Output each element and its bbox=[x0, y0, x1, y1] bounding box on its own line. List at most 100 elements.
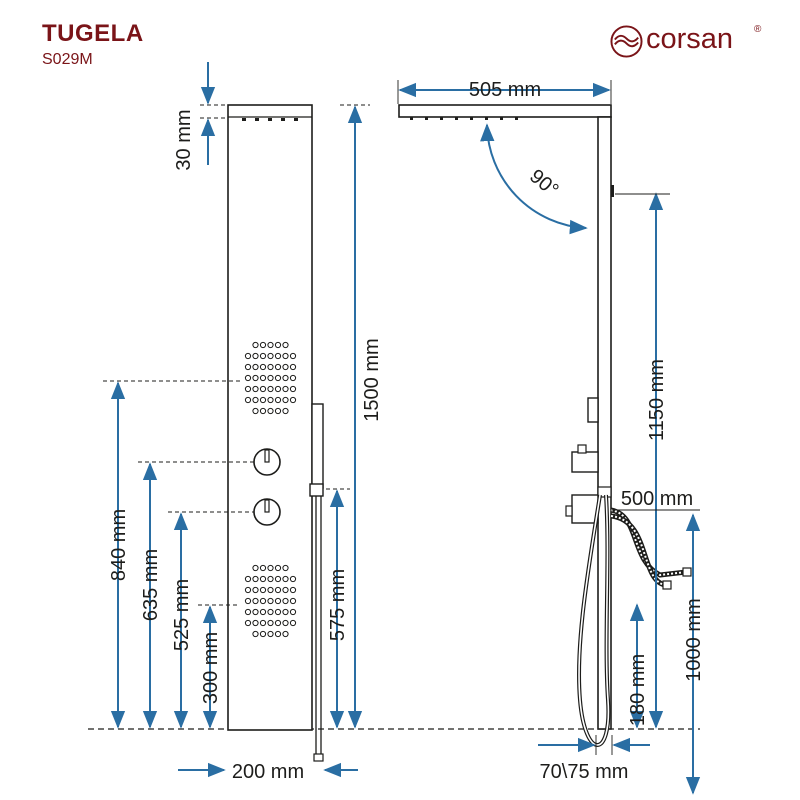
nozzle-dot bbox=[274, 586, 282, 594]
nozzle-dot bbox=[274, 352, 282, 360]
nozzle-dot bbox=[259, 374, 267, 382]
nozzle-dot bbox=[252, 586, 259, 594]
nozzle-dot bbox=[259, 586, 267, 594]
product-code: S029M bbox=[42, 51, 93, 68]
front-view bbox=[103, 104, 370, 762]
nozzle-dot bbox=[259, 619, 267, 627]
rain-arm bbox=[398, 104, 612, 118]
nozzle-dot bbox=[267, 396, 274, 404]
nozzle-dot bbox=[289, 352, 297, 360]
nozzle-dot bbox=[259, 341, 267, 349]
nozzle-dot bbox=[282, 374, 289, 382]
nozzle-dot bbox=[244, 575, 252, 583]
label-30: 30 mm bbox=[173, 109, 195, 170]
nozzle-dot bbox=[267, 586, 274, 594]
nozzle-dot bbox=[259, 352, 267, 360]
nozzle-dot bbox=[289, 608, 297, 616]
nozzle-dot bbox=[259, 564, 267, 572]
nozzle-dot bbox=[274, 608, 282, 616]
nozzle-dot bbox=[244, 608, 252, 616]
brand-name: corsan bbox=[646, 23, 734, 55]
label-525: 525 mm bbox=[171, 579, 193, 651]
nozzle-dot bbox=[244, 374, 252, 382]
knob-upper bbox=[253, 448, 281, 476]
nozzle-dot bbox=[252, 608, 259, 616]
label-depth: 70\75 mm bbox=[540, 761, 629, 783]
nozzle-dot bbox=[267, 363, 274, 371]
nozzle-dot bbox=[274, 575, 282, 583]
nozzle-dot bbox=[282, 564, 289, 572]
nozzle-dot bbox=[259, 396, 267, 404]
label-200: 200 mm bbox=[232, 761, 304, 783]
label-300: 300 mm bbox=[200, 632, 222, 704]
nozzle-dot bbox=[259, 597, 267, 605]
side-view bbox=[398, 104, 692, 747]
nozzle-dot bbox=[274, 564, 282, 572]
nozzle-dot bbox=[282, 597, 289, 605]
nozzle-dot bbox=[282, 363, 289, 371]
label-575: 575 mm bbox=[327, 569, 349, 641]
nozzle-dot bbox=[252, 374, 259, 382]
nozzle-dot bbox=[259, 608, 267, 616]
nozzle-dot bbox=[267, 407, 274, 415]
nozzle-dot bbox=[252, 407, 259, 415]
nozzle-dot bbox=[289, 619, 297, 627]
inlet-hoses bbox=[610, 507, 692, 590]
nozzle-dot bbox=[244, 385, 252, 393]
nozzle-dot bbox=[252, 630, 259, 638]
angle-arc bbox=[480, 123, 588, 235]
body-jet-lower bbox=[244, 564, 297, 638]
nozzle-dot bbox=[244, 586, 252, 594]
nozzle-dot bbox=[282, 575, 289, 583]
nozzle-dot bbox=[282, 619, 289, 627]
label-840: 840 mm bbox=[108, 509, 130, 581]
nozzle-dot bbox=[252, 363, 259, 371]
nozzle-dot bbox=[267, 608, 274, 616]
nozzle-dot bbox=[282, 407, 289, 415]
nozzle-dot bbox=[274, 341, 282, 349]
nozzle-dot bbox=[274, 597, 282, 605]
nozzle-dot bbox=[244, 396, 252, 404]
product-title: TUGELA bbox=[42, 20, 144, 47]
nozzle-dot bbox=[274, 374, 282, 382]
nozzle-dot bbox=[244, 597, 252, 605]
nozzle-dot bbox=[252, 597, 259, 605]
nozzle-dot bbox=[267, 597, 274, 605]
knob-lower bbox=[253, 498, 281, 526]
nozzle-dot bbox=[267, 575, 274, 583]
nozzle-dot bbox=[252, 396, 259, 404]
body-jet-upper bbox=[244, 341, 297, 415]
hand-shower-front bbox=[309, 403, 324, 762]
nozzle-dot bbox=[282, 586, 289, 594]
nozzle-dot bbox=[252, 564, 259, 572]
nozzle-dot bbox=[282, 385, 289, 393]
nozzle-dot bbox=[267, 630, 274, 638]
nozzle-dot bbox=[289, 597, 297, 605]
nozzle-dot bbox=[252, 341, 259, 349]
knob-side-lower bbox=[571, 494, 599, 524]
nozzle-dot bbox=[274, 407, 282, 415]
nozzle-dot bbox=[274, 619, 282, 627]
hand-shower-side bbox=[587, 397, 599, 423]
wave-circle-icon bbox=[610, 25, 643, 58]
nozzle-dot bbox=[267, 385, 274, 393]
nozzle-dot bbox=[289, 575, 297, 583]
nozzle-dot bbox=[252, 385, 259, 393]
nozzle-dot bbox=[274, 385, 282, 393]
label-1000: 1000 mm bbox=[683, 598, 705, 681]
nozzle-dot bbox=[289, 586, 297, 594]
label-180: 180 mm bbox=[627, 654, 649, 726]
label-1500: 1500 mm bbox=[361, 338, 383, 421]
nozzle-dot bbox=[259, 363, 267, 371]
nozzle-dot bbox=[267, 374, 274, 382]
label-635: 635 mm bbox=[140, 549, 162, 621]
nozzle-dot bbox=[267, 619, 274, 627]
nozzle-dot bbox=[252, 575, 259, 583]
nozzle-dot bbox=[267, 341, 274, 349]
nozzle-dot bbox=[259, 407, 267, 415]
nozzle-dot bbox=[282, 341, 289, 349]
nozzle-dot bbox=[259, 630, 267, 638]
nozzle-dot bbox=[289, 363, 297, 371]
panel-side bbox=[597, 116, 612, 730]
